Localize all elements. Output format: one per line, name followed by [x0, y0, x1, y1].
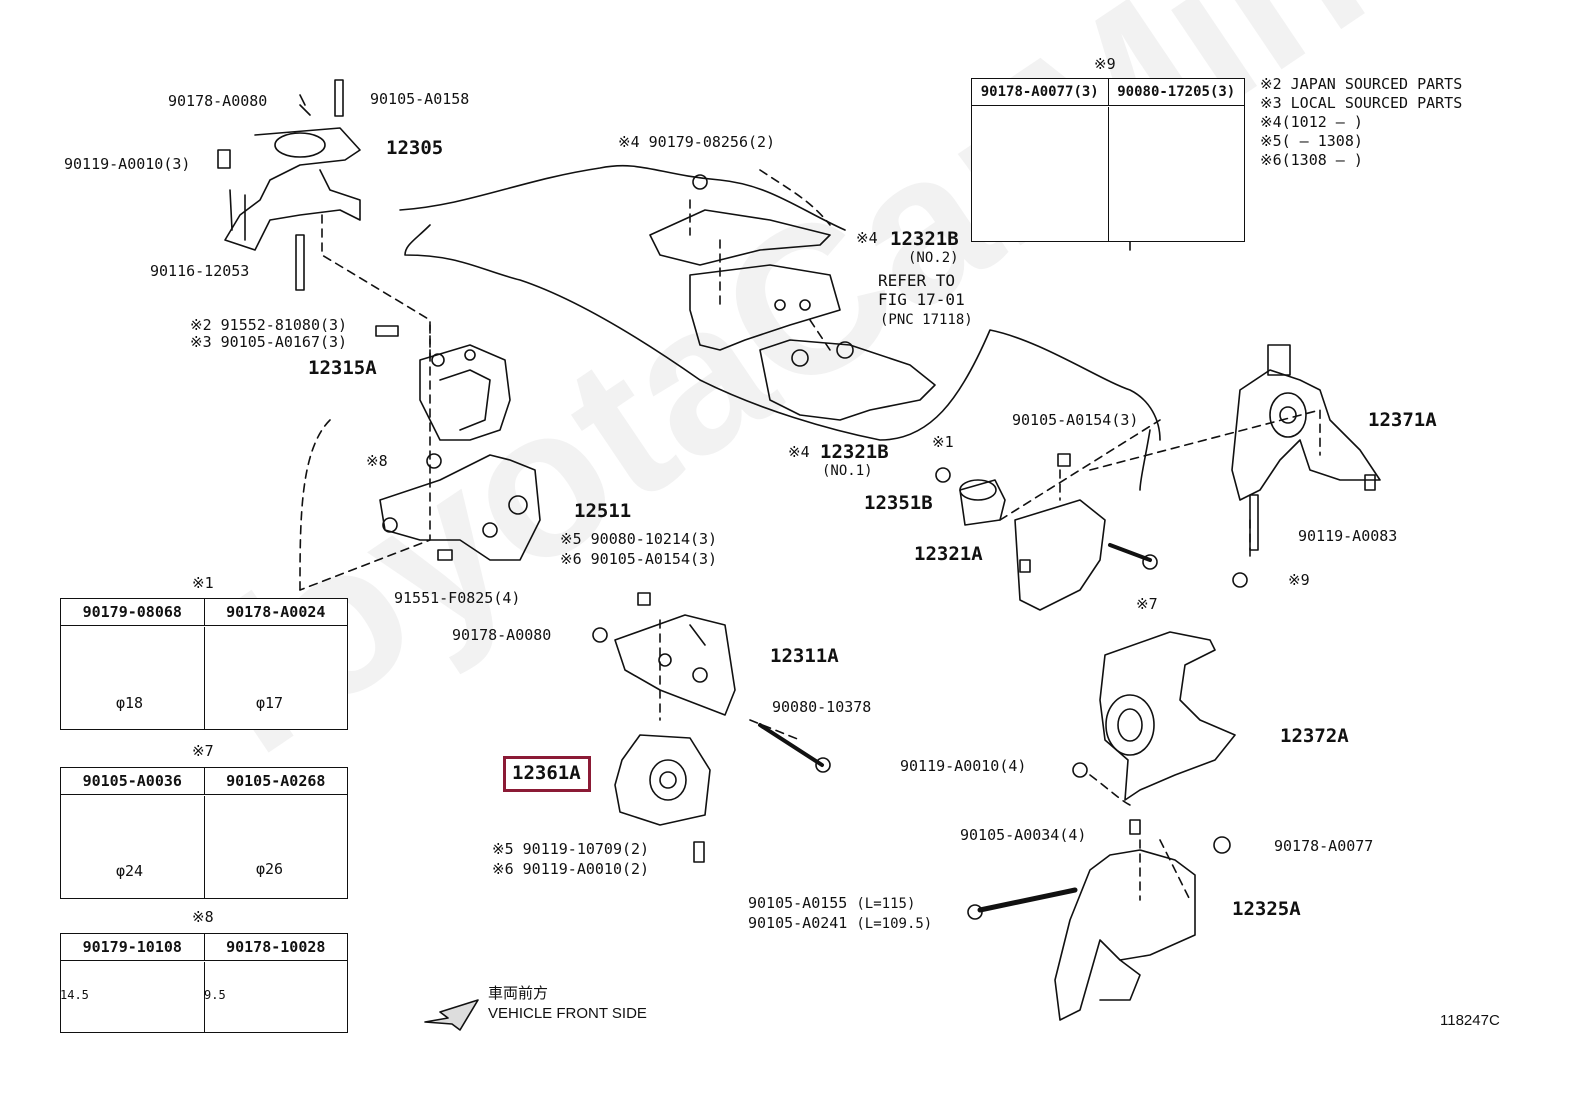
- legend-item-6: ※6(1308 – ): [1260, 151, 1363, 169]
- diagram-id: 118247C: [1440, 1012, 1500, 1029]
- table-mark-9: 90178-A0077(3) 90080-17205(3): [971, 78, 1245, 242]
- engine-outline: [399, 164, 1161, 441]
- bracket-12511: [379, 454, 541, 561]
- mark-8-label: ※8: [366, 452, 388, 470]
- legend-item-5: ※5( – 1308): [1260, 132, 1363, 150]
- table8-right-part[interactable]: 90178-10028: [203, 934, 348, 960]
- table-mark-8: 90179-10108 90178-10028: [60, 933, 348, 1033]
- fastener-90105-A0154-left[interactable]: ※6 90105-A0154(3): [560, 550, 718, 568]
- fastener-90105-A0154-right[interactable]: 90105-A0154(3): [1012, 411, 1139, 429]
- table9-mark: ※9: [1094, 55, 1116, 73]
- mount-12372A: [1072, 631, 1236, 854]
- table8-dim-left: 14.5: [60, 988, 89, 1002]
- part-12321B-no2[interactable]: 12321B: [890, 228, 959, 250]
- fastener-91552-81080[interactable]: ※2 91552-81080(3): [190, 316, 348, 334]
- part-12351B[interactable]: 12351B: [864, 492, 933, 514]
- legend-item-3: ※3 LOCAL SOURCED PARTS: [1260, 94, 1463, 112]
- front-side-en: VEHICLE FRONT SIDE: [488, 1005, 647, 1022]
- fastener-90105-A0155[interactable]: 90105-A0155 (L=115): [748, 894, 916, 912]
- part-12511[interactable]: 12511: [574, 500, 632, 522]
- table9-left-part[interactable]: 90178-A0077(3): [980, 84, 1099, 100]
- fastener-90119-A0010-4[interactable]: 90119-A0010(4): [900, 757, 1027, 775]
- table7-left-part[interactable]: 90105-A0036: [82, 772, 182, 790]
- fastener-90105-A0158[interactable]: 90105-A0158: [370, 90, 470, 108]
- front-arrow: [424, 999, 479, 1031]
- mark-4-no2: ※4: [856, 229, 878, 247]
- fastener-91551-F0825[interactable]: 91551-F0825(4): [394, 589, 521, 607]
- refer-to-line2[interactable]: FIG 17-01: [878, 290, 965, 309]
- refer-to-line1: REFER TO: [878, 271, 956, 290]
- fastener-90178-A0080-top[interactable]: 90178-A0080: [168, 92, 268, 110]
- part-12305[interactable]: 12305: [386, 137, 444, 159]
- mark-7-label: ※7: [1136, 595, 1158, 613]
- engine-lower-edge: [1139, 429, 1151, 491]
- part-12371A[interactable]: 12371A: [1368, 409, 1437, 431]
- table8-mark: ※8: [192, 908, 214, 926]
- fastener-90105-A0167[interactable]: ※3 90105-A0167(3): [190, 333, 348, 351]
- legend-item-2: ※2 JAPAN SOURCED PARTS: [1260, 75, 1463, 93]
- fastener-90080-10214[interactable]: ※5 90080-10214(3): [560, 530, 718, 548]
- legend: ※2 JAPAN SOURCED PARTS ※3 LOCAL SOURCED …: [1260, 75, 1462, 170]
- table9-right-part[interactable]: 90080-17205(3): [1107, 79, 1245, 105]
- mark-9-label: ※9: [1288, 571, 1310, 589]
- fastener-90178-A0077[interactable]: 90178-A0077: [1274, 837, 1374, 855]
- table1-right-part[interactable]: 90178-A0024: [203, 599, 348, 625]
- table1-mark: ※1: [192, 574, 214, 592]
- table7-mark: ※7: [192, 742, 214, 760]
- fastener-90119-A0083[interactable]: 90119-A0083: [1298, 527, 1398, 545]
- table1-dim-left: φ18: [116, 694, 144, 712]
- bracket-12311A: [592, 592, 831, 773]
- mount-12305: [217, 79, 361, 291]
- part-12321B-no1[interactable]: 12321B: [820, 441, 889, 463]
- alignment-lines: [299, 169, 1321, 901]
- bracket-12315A: [375, 325, 511, 469]
- part-12372A[interactable]: 12372A: [1280, 725, 1349, 747]
- fastener-90119-A0010-2[interactable]: ※6 90119-A0010(2): [492, 860, 650, 878]
- legend-item-4: ※4(1012 – ): [1260, 113, 1363, 131]
- mount-12351B: [935, 467, 1006, 526]
- refer-to-line3: (PNC 17118): [880, 312, 973, 328]
- fastener-90105-A0241[interactable]: 90105-A0241 (L=109.5): [748, 914, 933, 932]
- label-no1: (NO.1): [822, 463, 873, 479]
- table1-left-part[interactable]: 90179-08068: [82, 603, 182, 621]
- fastener-90179-08256[interactable]: ※4 90179-08256(2): [618, 133, 776, 151]
- table8-dim-right: 9.5: [204, 988, 226, 1002]
- fastener-90178-A0080-mid[interactable]: 90178-A0080: [452, 626, 552, 644]
- table7-dim-left: φ24: [116, 862, 144, 880]
- label-no2: (NO.2): [908, 250, 959, 266]
- reference-mark-symbol: ※: [1094, 55, 1107, 73]
- bracket-12321A: [1014, 453, 1158, 611]
- part-12361A[interactable]: 12361A: [512, 762, 581, 784]
- table7-dim-right: φ26: [256, 860, 284, 878]
- highlight-box: [503, 756, 591, 792]
- mount-12371A: [1231, 344, 1381, 588]
- part-12315A[interactable]: 12315A: [308, 357, 377, 379]
- front-side-ja: 車両前方: [488, 984, 549, 1002]
- bracket-12321B: [649, 174, 936, 421]
- fastener-90119-10709[interactable]: ※5 90119-10709(2): [492, 840, 650, 858]
- table8-left-part[interactable]: 90179-10108: [82, 938, 182, 956]
- fastener-90105-A0034[interactable]: 90105-A0034(4): [960, 826, 1087, 844]
- table7-right-part[interactable]: 90105-A0268: [203, 768, 348, 794]
- bracket-12325A: [967, 849, 1196, 1021]
- mount-12361A: [614, 734, 711, 863]
- table-mark-1: 90179-08068 90178-A0024: [60, 598, 348, 730]
- fastener-90080-10378[interactable]: 90080-10378: [772, 698, 872, 716]
- part-12325A[interactable]: 12325A: [1232, 898, 1301, 920]
- fastener-90116-12053[interactable]: 90116-12053: [150, 262, 250, 280]
- part-12311A[interactable]: 12311A: [770, 645, 839, 667]
- mark-1-label: ※1: [932, 433, 954, 451]
- fastener-90119-A0010-3[interactable]: 90119-A0010(3): [64, 155, 191, 173]
- table-mark-7: 90105-A0036 90105-A0268: [60, 767, 348, 899]
- table1-dim-right: φ17: [256, 694, 284, 712]
- part-12321A[interactable]: 12321A: [914, 543, 983, 565]
- mark-4-no1: ※4: [788, 443, 810, 461]
